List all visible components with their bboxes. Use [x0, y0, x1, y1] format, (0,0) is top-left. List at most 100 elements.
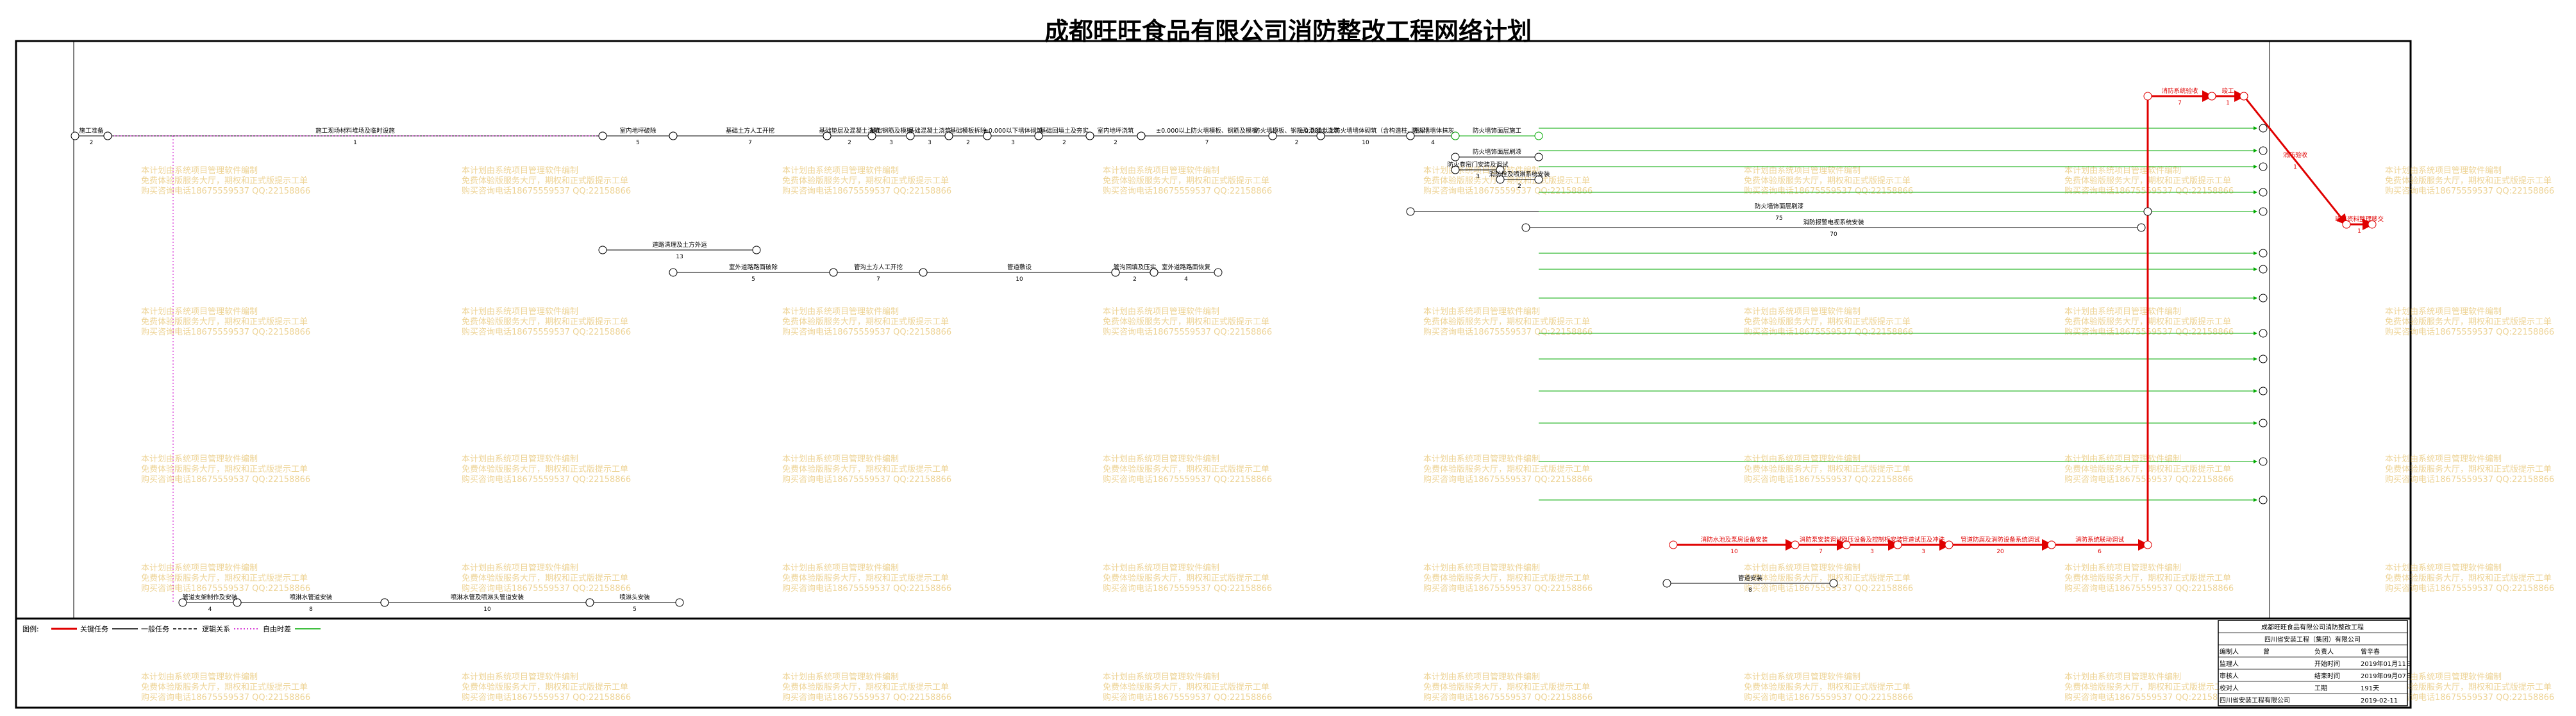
watermark-text: 本计划由系统项目管理软件编制 — [1103, 454, 1219, 464]
task-label: ±0.000以下墙体砌筑 — [983, 127, 1043, 135]
task-label: 防火墙饰面层刷漆 — [1755, 203, 1804, 210]
watermark-text: 免费体验版服务大厅，期权和正式版提示工单 — [1744, 682, 1911, 692]
event-node — [1214, 268, 1223, 277]
event-node — [669, 131, 678, 140]
event-node — [2368, 220, 2377, 229]
end-node — [2259, 162, 2268, 171]
labels: 施工准备2施工现场材料堆场及临时设施1室内地坪破除5基础土方人工开挖7基础垫层及… — [79, 87, 2384, 613]
watermark-text: 购买咨询电话18675559537 QQ:22158866 — [2064, 186, 2234, 196]
watermark-text: 购买咨询电话18675559537 QQ:22158866 — [141, 186, 310, 196]
watermark-text: 本计划由系统项目管理软件编制 — [462, 166, 578, 176]
watermark-text: 免费体验版服务大厅，期权和正式版提示工单 — [2385, 317, 2552, 327]
task-duration: 75 — [1775, 215, 1782, 222]
task-label: 基础混凝土浇筑 — [908, 127, 951, 135]
watermark-text: 购买咨询电话18675559537 QQ:22158866 — [1423, 692, 1593, 703]
watermark-text: 免费体验版服务大厅，期权和正式版提示工单 — [1744, 573, 1911, 583]
task-duration: 2 — [848, 140, 851, 146]
event-node — [867, 131, 876, 140]
task-label: 管沟回填及压实 — [1114, 263, 1157, 271]
watermark-text: 购买咨询电话18675559537 QQ:22158866 — [141, 692, 310, 703]
end-node — [2259, 419, 2268, 428]
watermark-text: 免费体验版服务大厅，期权和正式版提示工单 — [462, 573, 628, 583]
watermark-text: 购买咨询电话18675559537 QQ:22158866 — [782, 186, 951, 196]
task-label: 防火卷帘门安装及调试 — [1447, 161, 1509, 169]
task-arrow-40 — [2243, 96, 2348, 226]
titleblock-cell: 监理人 — [2220, 660, 2239, 668]
task-duration: 2 — [966, 140, 970, 146]
end-node — [2259, 207, 2268, 216]
titleblock-cell: 191天 — [2361, 685, 2379, 692]
watermark-text: 免费体验版服务大厅，期权和正式版提示工单 — [141, 682, 308, 692]
watermark-text: 免费体验版服务大厅，期权和正式版提示工单 — [1103, 176, 1269, 186]
watermark-text: 购买咨询电话18675559537 QQ:22158866 — [1744, 186, 1913, 196]
task-label: ±0.000以上防火墙模板、钢筋及模板 — [1156, 127, 1258, 135]
watermark-text: 购买咨询电话18675559537 QQ:22158866 — [141, 474, 310, 485]
outer-frame — [15, 40, 2412, 709]
event-node — [598, 246, 607, 254]
watermark-text: 购买咨询电话18675559537 QQ:22158866 — [1744, 327, 1913, 337]
watermark-text: 免费体验版服务大厅，期权和正式版提示工单 — [2064, 573, 2231, 583]
task-duration: 1 — [2357, 228, 2361, 235]
edges — [75, 90, 2374, 604]
watermark-text: 免费体验版服务大厅，期权和正式版提示工单 — [1103, 464, 1269, 474]
legend-label: 逻辑关系 — [202, 624, 230, 633]
event-node — [103, 131, 112, 140]
watermark-layer: 本计划由系统项目管理软件编制免费体验版服务大厅，期权和正式版提示工单购买咨询电话… — [141, 166, 2554, 703]
watermark-text: 本计划由系统项目管理软件编制 — [1103, 563, 1219, 573]
event-node — [1451, 165, 1460, 174]
watermark-text: 购买咨询电话18675559537 QQ:22158866 — [2064, 583, 2234, 594]
titleblock-cell: 编制人 — [2220, 647, 2239, 656]
watermark-text: 本计划由系统项目管理软件编制 — [141, 563, 258, 573]
watermark-text: 免费体验版服务大厅，期权和正式版提示工单 — [141, 176, 308, 186]
watermark-text: 购买咨询电话18675559537 QQ:22158866 — [1423, 327, 1593, 337]
task-label: 防火墙饰面层施工 — [1473, 127, 1522, 135]
event-node — [823, 131, 832, 140]
watermark-text: 本计划由系统项目管理软件编制 — [2385, 454, 2502, 464]
task-label: 消防水池及泵房设备安装 — [1701, 536, 1768, 544]
event-node — [1829, 579, 1838, 588]
titleblock-cell: 四川省安装工程（集团）有限公司 — [2264, 635, 2361, 644]
watermark-text: 免费体验版服务大厅，期权和正式版提示工单 — [1423, 682, 1590, 692]
end-node — [2259, 495, 2268, 504]
task-duration: 3 — [1476, 174, 1480, 180]
task-label: 防火墙模板、钢筋及混凝土浇筑 — [1254, 127, 1340, 135]
event-node — [1534, 131, 1543, 140]
task-label: 竣工资料整理移交 — [2335, 215, 2384, 223]
watermark-text: 本计划由系统项目管理软件编制 — [1423, 563, 1540, 573]
event-node — [906, 131, 915, 140]
event-node — [585, 598, 594, 607]
watermark-text: 本计划由系统项目管理软件编制 — [141, 307, 258, 317]
task-duration: 10 — [1016, 276, 1023, 283]
watermark-text: 购买咨询电话18675559537 QQ:22158866 — [1103, 186, 1272, 196]
task-label: 基础钢筋及模板 — [870, 127, 913, 135]
watermark-text: 本计划由系统项目管理软件编制 — [1423, 307, 1540, 317]
task-duration: 2 — [1518, 183, 1521, 190]
watermark-text: 本计划由系统项目管理软件编制 — [462, 563, 578, 573]
task-label: 室内地坪破除 — [619, 127, 657, 135]
watermark-text: 购买咨询电话18675559537 QQ:22158866 — [1103, 474, 1272, 485]
task-duration: 2 — [1062, 140, 1066, 146]
titleblock-cell: 四川省安装工程有限公司 — [2220, 696, 2290, 704]
watermark-text: 购买咨询电话18675559537 QQ:22158866 — [462, 583, 631, 594]
watermark-text: 本计划由系统项目管理软件编制 — [782, 307, 899, 317]
task-duration: 4 — [1184, 276, 1188, 283]
task-label: 室外道路路面恢复 — [1162, 263, 1211, 271]
task-duration: 5 — [751, 276, 755, 283]
watermark-text: 免费体验版服务大厅，期权和正式版提示工单 — [2385, 573, 2552, 583]
legend-label: 一般任务 — [141, 625, 169, 633]
task-label: 管沟土方人工开挖 — [854, 263, 903, 271]
watermark-text: 免费体验版服务大厅，期权和正式版提示工单 — [2385, 176, 2552, 186]
task-duration: 70 — [1830, 231, 1837, 238]
event-node — [1496, 165, 1505, 174]
task-duration: 8 — [1748, 587, 1752, 594]
event-node — [2143, 92, 2152, 101]
watermark-text: 购买咨询电话18675559537 QQ:22158866 — [141, 327, 310, 337]
event-node — [2207, 92, 2216, 101]
event-node — [1842, 540, 1851, 549]
watermark-text: 本计划由系统项目管理软件编制 — [2064, 454, 2181, 464]
titleblock-cell: 校对人 — [2220, 684, 2239, 692]
task-label: 管道敷设 — [1007, 263, 1032, 271]
watermark-text: 免费体验版服务大厅，期权和正式版提示工单 — [782, 682, 949, 692]
watermark-text: 本计划由系统项目管理软件编制 — [782, 672, 899, 682]
task-label: 施工准备 — [79, 127, 104, 135]
